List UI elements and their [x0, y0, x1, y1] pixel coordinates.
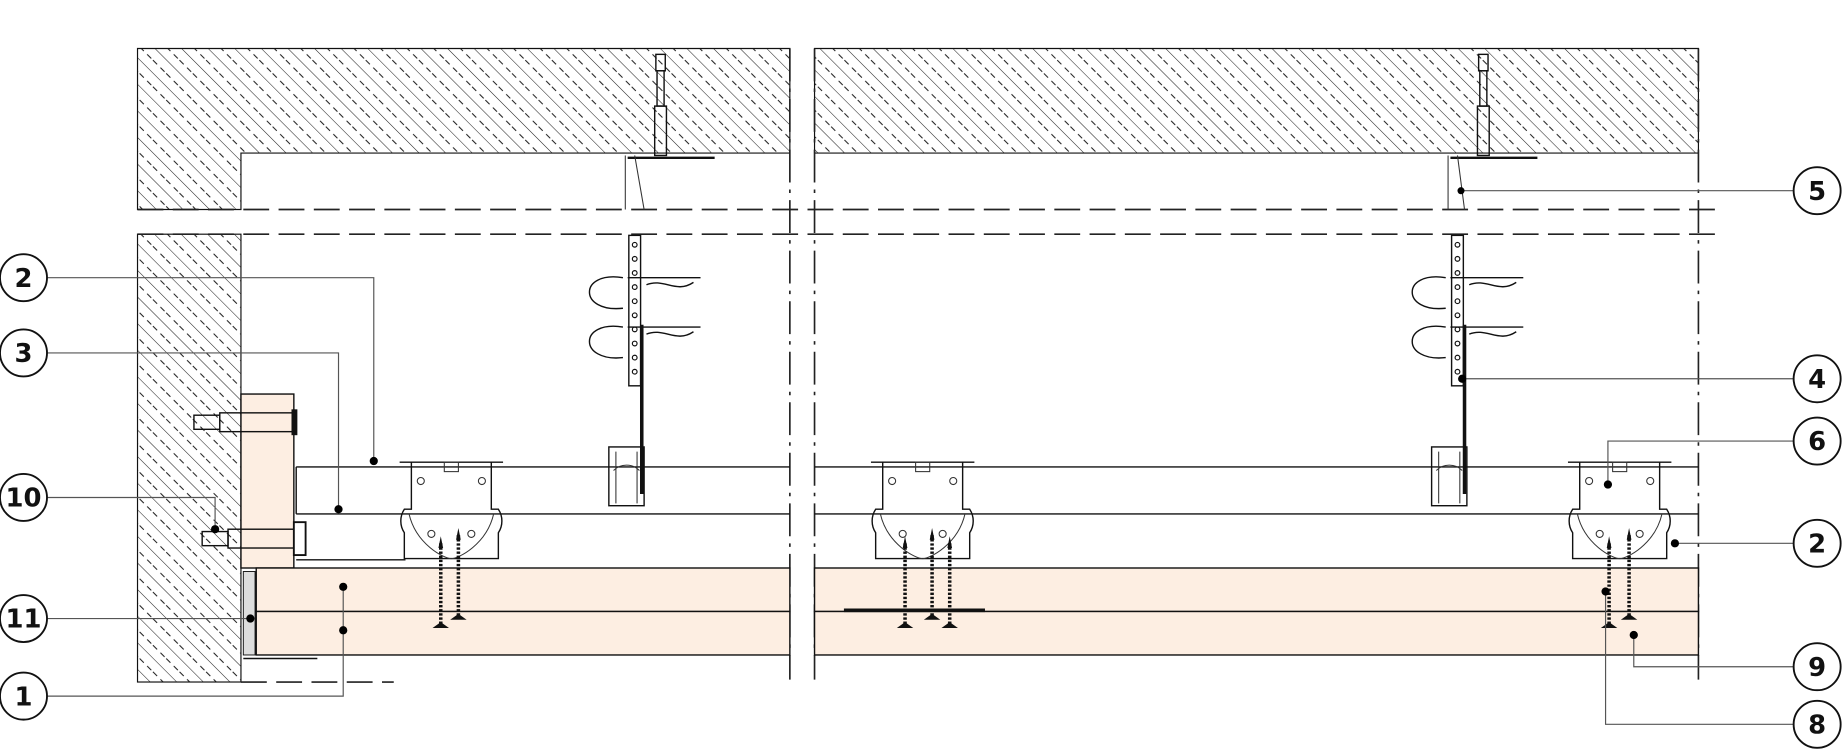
callout-5: 5 [1792, 166, 1842, 216]
leader-lines [47, 187, 1794, 725]
svg-text:3: 3 [15, 339, 33, 369]
callout-4: 4 [1792, 354, 1842, 404]
break-lines [137, 48, 1719, 683]
sealant-strip [242, 571, 256, 656]
concrete-slab-left [136, 47, 791, 211]
wall-anchor-top [193, 409, 298, 436]
profile-clip [398, 461, 504, 560]
svg-text:9: 9 [1808, 653, 1826, 683]
svg-text:6: 6 [1808, 427, 1826, 457]
callout-6: 6 [1792, 416, 1842, 466]
vernier-hanger [1410, 233, 1526, 508]
svg-text:10: 10 [6, 484, 42, 514]
profile-clip [870, 461, 976, 560]
callout-2-right: 2 [1792, 518, 1842, 568]
svg-text:5: 5 [1808, 177, 1826, 207]
callout-9: 9 [1792, 642, 1842, 692]
callout-1: 1 [0, 671, 48, 721]
callout-10: 10 [0, 473, 48, 522]
plasterboard-layers [255, 567, 1700, 656]
svg-text:2: 2 [15, 264, 33, 294]
concrete-slab-right [813, 47, 1700, 154]
svg-text:8: 8 [1808, 711, 1826, 741]
callout-8: 8 [1792, 699, 1842, 749]
profile-clip [1567, 461, 1673, 560]
concrete-wall [136, 233, 242, 683]
svg-text:2: 2 [1808, 529, 1826, 559]
svg-text:11: 11 [6, 605, 42, 635]
svg-text:4: 4 [1808, 365, 1826, 395]
callout-3: 3 [0, 328, 48, 378]
wall-anchor-bottom [201, 521, 307, 557]
svg-text:1: 1 [15, 682, 33, 712]
callout-2-left: 2 [0, 253, 48, 303]
vernier-hanger [587, 233, 703, 508]
ceiling-profiles [295, 466, 1699, 561]
callout-11: 11 [0, 594, 48, 643]
